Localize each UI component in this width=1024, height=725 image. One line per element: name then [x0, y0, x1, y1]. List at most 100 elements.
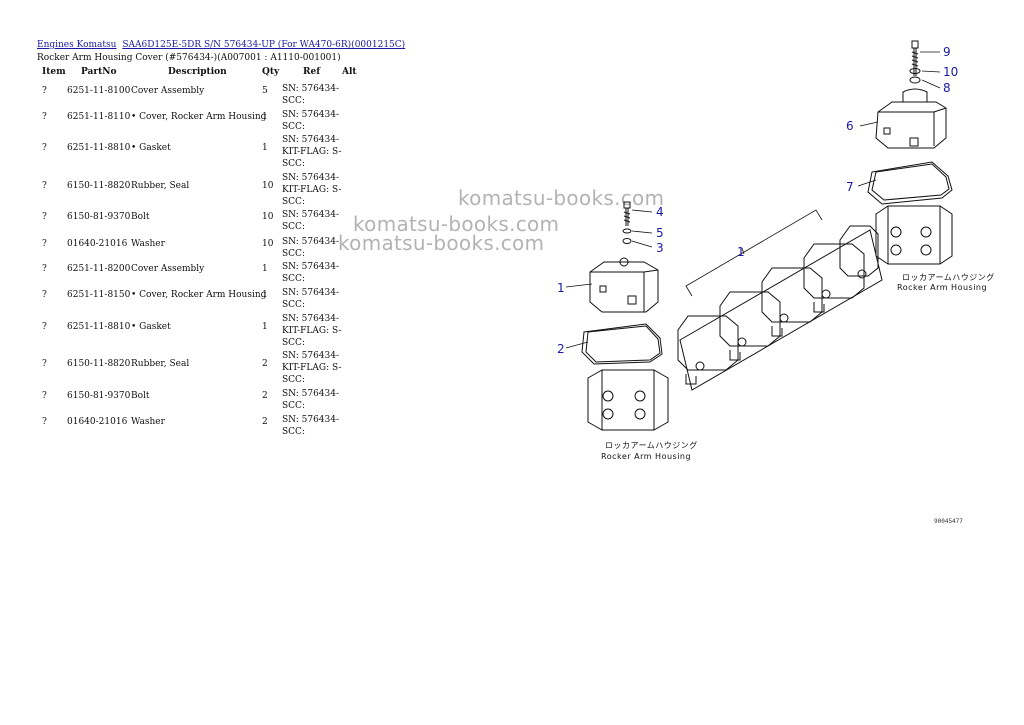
figure-id: 90045477 [934, 518, 963, 525]
row-item: ? [42, 86, 47, 96]
gasket-7-drawing [867, 161, 953, 205]
row-ref: SN: 576434-SCC: [282, 389, 340, 411]
row-qty: 10 [262, 212, 274, 222]
row-partno: 6251-11-8150 [67, 290, 131, 300]
row-item: ? [42, 212, 47, 222]
housing-label-jp-right: ロッカアームハウジング [902, 272, 995, 282]
washer-8-drawing [909, 76, 921, 84]
col-header-alt: Alt [342, 67, 357, 77]
row-item: ? [42, 290, 47, 300]
row-ref: SN: 576434-SCC: [282, 210, 340, 232]
col-header-ref: Ref [303, 67, 321, 77]
rocker-arm-housing-right-drawing [875, 205, 953, 265]
row-ref: SN: 576434-KIT-FLAG: S-SCC: [282, 351, 342, 385]
row-ref: SN: 576434-KIT-FLAG: S-SCC: [282, 135, 342, 169]
row-item: ? [42, 143, 47, 153]
row-partno: 6150-81-9370 [67, 391, 131, 401]
row-ref: SN: 576434-SCC: [282, 262, 340, 284]
callout-1-assembly: 1 [737, 245, 745, 259]
callout-6: 6 [846, 119, 854, 133]
row-description: Cover Assembly [131, 86, 205, 96]
parts-diagram: 9 10 8 6 7 4 5 3 1 2 1 ロッカアームハウジング Rocke… [557, 40, 995, 461]
row-partno: 01640-21016 [67, 239, 128, 249]
row-description: Bolt [131, 391, 150, 401]
breadcrumb-link-engines[interactable]: Engines Komatsu [37, 40, 117, 50]
row-ref: SN: 576434-SCC: [282, 237, 340, 259]
row-partno: 6251-11-8100 [67, 86, 131, 96]
breadcrumb-link-model[interactable]: SAA6D125E-5DR S/N 576434-UP (For WA470-6… [122, 40, 406, 50]
row-description: Rubber, Seal [131, 181, 190, 191]
row-partno: 01640-21016 [67, 417, 128, 427]
rocker-arm-housing-left-drawing [587, 369, 669, 431]
row-qty: 1 [262, 290, 268, 300]
row-partno: 6251-11-8110 [67, 112, 131, 122]
row-qty: 1 [262, 264, 268, 274]
seal-5-drawing [622, 228, 632, 234]
row-item: ? [42, 112, 47, 122]
row-ref: SN: 576434-SCC: [282, 84, 340, 106]
callout-7: 7 [846, 180, 854, 194]
row-item: ? [42, 322, 47, 332]
row-description: • Gasket [131, 322, 171, 332]
bolt-9-drawing [911, 40, 919, 76]
row-item: ? [42, 359, 47, 369]
callout-10: 10 [943, 65, 958, 79]
col-header-qty: Qty [262, 67, 280, 77]
callout-5: 5 [656, 226, 664, 240]
row-item: ? [42, 417, 47, 427]
row-ref: SN: 576434-KIT-FLAG: S-SCC: [282, 173, 342, 207]
row-partno: 6150-11-8820 [67, 359, 131, 369]
cover-assembly-1-drawing [677, 225, 883, 391]
row-qty: 1 [262, 143, 268, 153]
row-qty: 2 [262, 417, 268, 427]
row-partno: 6251-11-8810 [67, 143, 131, 153]
callout-2: 2 [557, 342, 565, 356]
row-description: Rubber, Seal [131, 359, 190, 369]
housing-label-en-right: Rocker Arm Housing [897, 283, 987, 292]
row-qty: 10 [262, 239, 274, 249]
callout-4: 4 [656, 205, 664, 219]
watermark-2: komatsu-books.com [353, 212, 560, 236]
row-item: ? [42, 264, 47, 274]
row-qty: 1 [262, 112, 268, 122]
row-description: Bolt [131, 212, 150, 222]
row-qty: 1 [262, 322, 268, 332]
row-description: • Cover, Rocker Arm Housing [131, 112, 267, 122]
bolt-4-drawing [623, 201, 631, 226]
row-description: • Gasket [131, 143, 171, 153]
cover-6-drawing [875, 88, 947, 149]
row-partno: 6251-11-8200 [67, 264, 131, 274]
col-header-partno: PartNo [81, 67, 117, 77]
row-partno: 6150-81-9370 [67, 212, 131, 222]
row-item: ? [42, 181, 47, 191]
callout-8: 8 [943, 81, 951, 95]
row-ref: SN: 576434-SCC: [282, 415, 340, 437]
row-item: ? [42, 391, 47, 401]
watermark-3: komatsu-books.com [338, 231, 545, 255]
row-partno: 6150-11-8820 [67, 181, 131, 191]
breadcrumb: Engines Komatsu SAA6D125E-5DR S/N 576434… [37, 40, 408, 50]
housing-label-en-left: Rocker Arm Housing [601, 452, 691, 461]
row-ref: SN: 576434-SCC: [282, 288, 340, 310]
row-qty: 5 [262, 86, 268, 96]
washer-3-drawing [622, 238, 632, 244]
col-header-item: Item [42, 67, 66, 77]
col-header-description: Description [168, 67, 227, 77]
row-description: Washer [131, 417, 165, 427]
seal-10-drawing [909, 68, 921, 74]
gasket-2-drawing [581, 323, 663, 365]
callout-1-left: 1 [557, 281, 565, 295]
housing-label-jp-left: ロッカアームハウジング [605, 440, 698, 450]
row-item: ? [42, 239, 47, 249]
row-description: • Cover, Rocker Arm Housing [131, 290, 267, 300]
row-ref: SN: 576434-SCC: [282, 110, 340, 132]
page-subtitle: Rocker Arm Housing Cover (#576434-)(A007… [37, 53, 341, 63]
row-description: Cover Assembly [131, 264, 205, 274]
row-qty: 2 [262, 391, 268, 401]
row-qty: 10 [262, 181, 274, 191]
row-description: Washer [131, 239, 165, 249]
callout-3: 3 [656, 241, 664, 255]
row-partno: 6251-11-8810 [67, 322, 131, 332]
cover-1-drawing [589, 257, 659, 313]
row-qty: 2 [262, 359, 268, 369]
